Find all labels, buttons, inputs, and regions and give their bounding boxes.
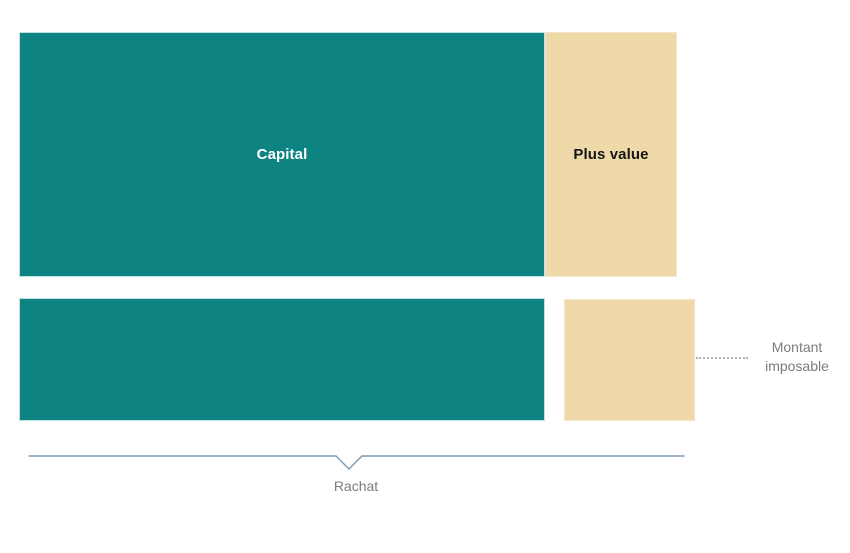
rachat-bracket-path [28, 455, 685, 470]
plus-value-block: Plus value [545, 32, 677, 277]
dotted-leader-line [696, 357, 748, 359]
rachat-capital-block [19, 298, 545, 421]
rachat-label: Rachat [333, 478, 379, 494]
capital-block: Capital [19, 32, 545, 277]
rachat-plus-value-block [564, 299, 695, 421]
capital-label: Capital [256, 146, 308, 163]
rachat-bracket [28, 455, 685, 470]
plus-value-label: Plus value [573, 146, 649, 163]
montant-imposable-label: Montant imposable [765, 339, 829, 374]
